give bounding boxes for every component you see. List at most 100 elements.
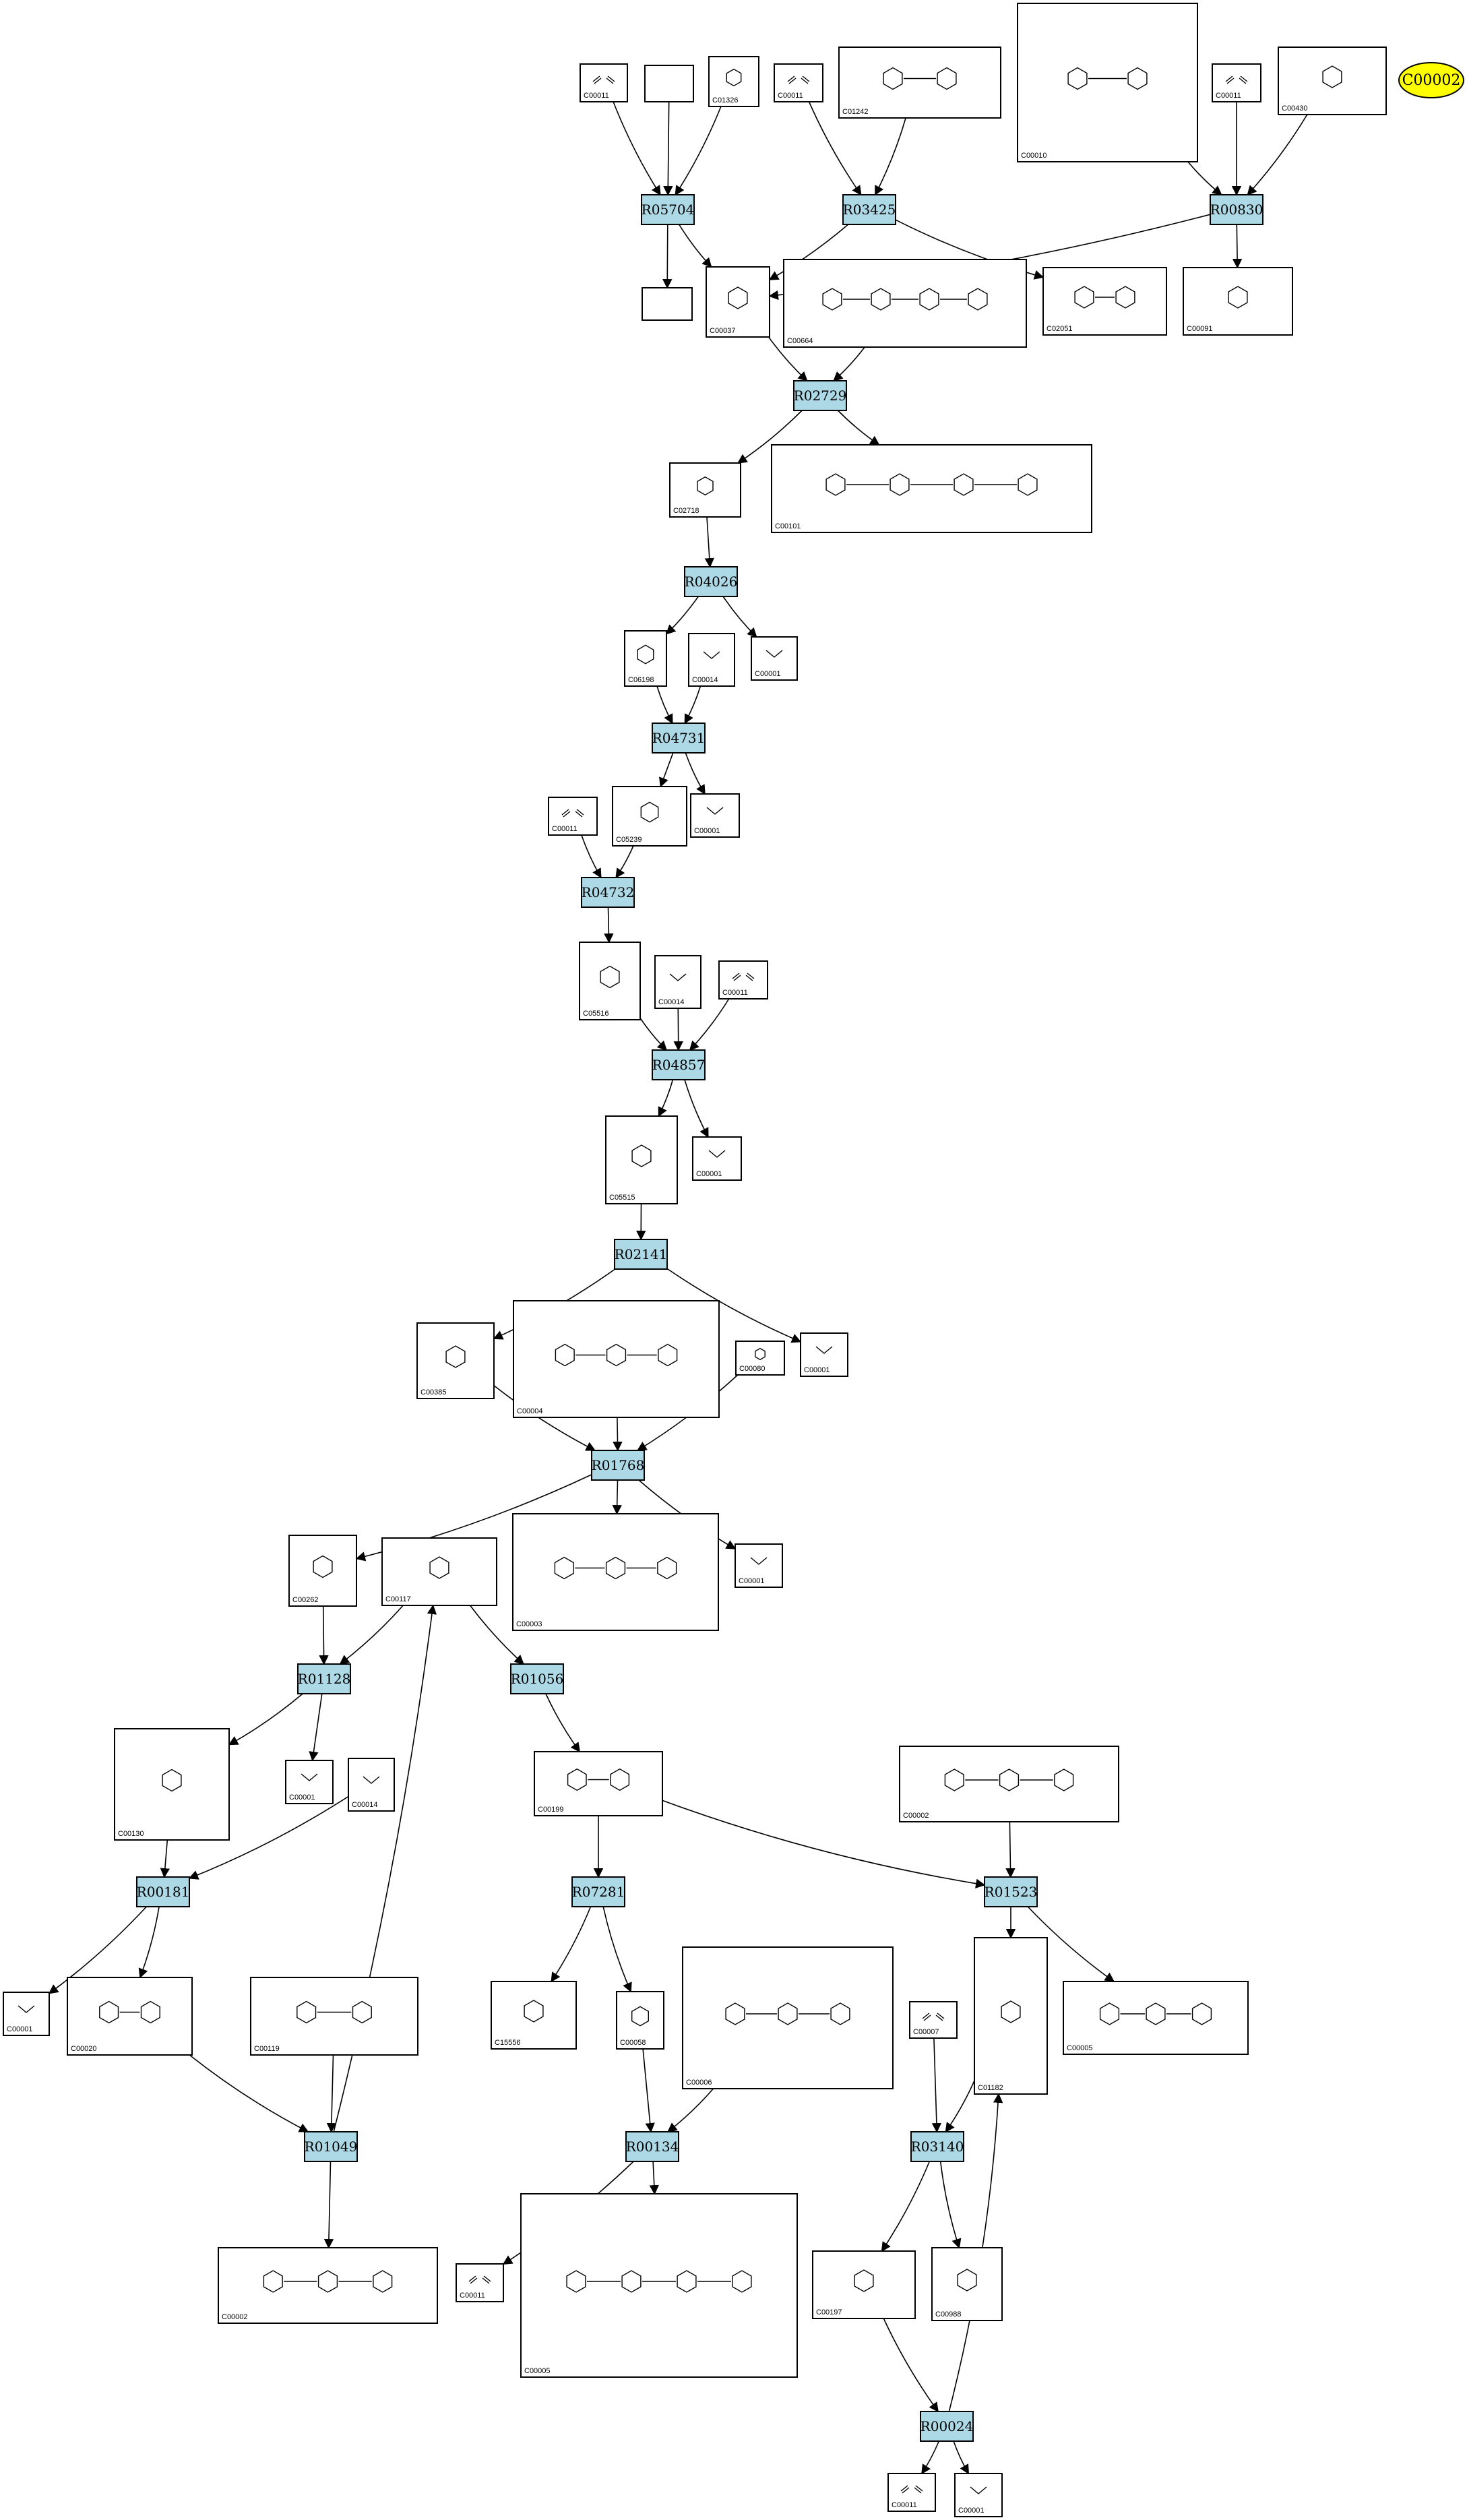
compound-node-c00199[interactable]: C00199 <box>534 1751 663 1816</box>
compound-node-c01326[interactable]: C01326 <box>708 56 759 107</box>
reaction-node-r03140[interactable]: R03140 <box>910 2131 964 2162</box>
compound-node-blank-a[interactable] <box>644 65 694 102</box>
compound-node-c00385[interactable]: C00385 <box>416 1322 495 1399</box>
reaction-node-r00181[interactable]: R00181 <box>136 1876 190 1907</box>
compound-id-label: C00011 <box>892 2501 917 2509</box>
compound-box <box>682 1946 894 2089</box>
structure-sketch <box>658 1343 678 1367</box>
compound-node-c00014-b[interactable]: C00014 <box>654 955 701 1009</box>
compound-node-c01182[interactable]: C01182 <box>974 1937 1048 2095</box>
structure-sketch <box>313 1555 333 1578</box>
compound-node-c00011-a[interactable]: C00011 <box>580 63 628 102</box>
reaction-node-r07281[interactable]: R07281 <box>571 1876 625 1907</box>
reaction-node-r04857[interactable]: R04857 <box>652 1049 706 1080</box>
reaction-node-r01128[interactable]: R01128 <box>297 1663 351 1694</box>
reaction-node-r05704[interactable]: R05704 <box>641 194 695 225</box>
compound-node-c00014-c[interactable]: C00014 <box>348 1758 395 1812</box>
compound-node-c05239[interactable]: C05239 <box>612 786 687 847</box>
compound-node-blank-b[interactable] <box>642 287 693 321</box>
reaction-box <box>297 1663 351 1694</box>
compound-node-c00001-c[interactable]: C00001 <box>692 1136 742 1181</box>
compound-node-c00005-b[interactable]: C00005 <box>520 2193 798 2378</box>
compound-node-c00003[interactable]: C00003 <box>512 1513 719 1631</box>
reaction-node-r04026[interactable]: R04026 <box>684 566 738 597</box>
reaction-node-r01056[interactable]: R01056 <box>510 1663 564 1694</box>
highlight-node-c00002[interactable]: C00002 <box>1398 62 1464 98</box>
compound-box <box>642 287 693 321</box>
compound-node-c00001-f[interactable]: C00001 <box>285 1760 334 1804</box>
compound-node-c00014-a[interactable]: C00014 <box>688 633 735 687</box>
compound-node-c00058[interactable]: C00058 <box>616 1991 664 2050</box>
compound-box <box>605 1115 678 1204</box>
compound-box <box>624 630 667 687</box>
compound-node-c00001-b[interactable]: C00001 <box>690 793 740 838</box>
compound-node-c00005-a[interactable]: C00005 <box>1063 1981 1249 2055</box>
compound-node-c00091[interactable]: C00091 <box>1183 267 1293 336</box>
reaction-id-label: R07281 <box>572 1884 625 1900</box>
reaction-box <box>591 1450 645 1481</box>
compound-node-c00037[interactable]: C00037 <box>706 266 770 338</box>
compound-node-c00011-c[interactable]: C00011 <box>1212 63 1261 102</box>
compound-node-c00101[interactable]: C00101 <box>771 444 1092 533</box>
compound-node-c00010[interactable]: C00010 <box>1017 3 1198 162</box>
reaction-node-r01049[interactable]: R01049 <box>304 2131 358 2162</box>
reaction-node-r01523[interactable]: R01523 <box>984 1876 1038 1907</box>
compound-node-c00011-g[interactable]: C00011 <box>887 2473 936 2512</box>
compound-id-label: C00058 <box>620 2039 646 2047</box>
compound-node-c05515[interactable]: C05515 <box>605 1115 678 1204</box>
structure-sketch <box>524 2000 544 2023</box>
compound-node-c00262[interactable]: C00262 <box>288 1535 357 1607</box>
reaction-node-r04732[interactable]: R04732 <box>581 877 635 908</box>
reaction-node-r04731[interactable]: R04731 <box>652 723 706 754</box>
reaction-node-r02141[interactable]: R02141 <box>614 1239 668 1270</box>
compound-node-c00119[interactable]: C00119 <box>250 1977 418 2056</box>
compound-node-c00011-e[interactable]: C00011 <box>718 960 768 1000</box>
reaction-node-r02729[interactable]: R02729 <box>793 380 847 411</box>
compound-node-c00080[interactable]: C00080 <box>735 1341 785 1376</box>
compound-node-c00011-f[interactable]: C00011 <box>456 2263 504 2302</box>
compound-id-label: C00664 <box>787 337 813 345</box>
reaction-node-r00024[interactable]: R00024 <box>920 2411 974 2442</box>
structure-sketch <box>1099 2002 1120 2025</box>
compound-node-c15556[interactable]: C15556 <box>491 1981 577 2050</box>
reaction-node-r00134[interactable]: R00134 <box>625 2131 679 2162</box>
reaction-box <box>641 194 695 225</box>
compound-node-c00004[interactable]: C00004 <box>513 1300 720 1418</box>
edge-r02729-c-c02718 <box>737 410 803 464</box>
compound-node-c00011-d[interactable]: C00011 <box>548 797 598 836</box>
compound-node-c00988[interactable]: C00988 <box>931 2247 1003 2321</box>
edge-c-c00130-r00181 <box>160 1839 170 1878</box>
structure-sketch <box>621 2270 642 2293</box>
compound-node-c00001-e[interactable]: C00001 <box>735 1543 783 1588</box>
compound-node-c00002-a[interactable]: C00002 <box>899 1746 1119 1822</box>
reaction-node-r01768[interactable]: R01768 <box>591 1450 645 1481</box>
compound-node-c01242[interactable]: C01242 <box>838 47 1001 119</box>
reaction-node-r03425[interactable]: R03425 <box>842 194 896 225</box>
compound-node-c00664[interactable]: C00664 <box>783 259 1027 348</box>
compound-node-c00001-d[interactable]: C00001 <box>800 1332 848 1377</box>
structure-sketch <box>99 2000 119 2024</box>
compound-node-c00002-b[interactable]: C00002 <box>218 2247 438 2324</box>
reaction-id-label: R00024 <box>920 2418 974 2434</box>
compound-node-c00020[interactable]: C00020 <box>67 1977 193 2056</box>
compound-node-c00006[interactable]: C00006 <box>682 1946 894 2089</box>
compound-id-label: C00988 <box>935 2310 962 2318</box>
structure-sketch <box>732 2270 752 2293</box>
compound-node-c00001-a[interactable]: C00001 <box>751 636 798 681</box>
compound-node-c00011-b[interactable]: C00011 <box>774 63 823 102</box>
compound-node-c00130[interactable]: C00130 <box>114 1728 230 1841</box>
highlight-label: C00002 <box>1402 72 1461 89</box>
reaction-box <box>652 723 706 754</box>
compound-node-c02051[interactable]: C02051 <box>1042 267 1167 336</box>
compound-node-c00197[interactable]: C00197 <box>812 2250 916 2319</box>
compound-node-c00007[interactable]: C00007 <box>909 2001 958 2039</box>
compound-node-c00430[interactable]: C00430 <box>1278 47 1387 115</box>
compound-node-c06198[interactable]: C06198 <box>624 630 667 687</box>
compound-node-c02718[interactable]: C02718 <box>669 462 741 518</box>
compound-node-c05516[interactable]: C05516 <box>579 942 641 1020</box>
compound-node-c00001-h[interactable]: C00001 <box>954 2473 1003 2517</box>
compound-id-label: C00005 <box>1067 2044 1093 2052</box>
compound-node-c00117[interactable]: C00117 <box>381 1537 497 1606</box>
reaction-node-r00830[interactable]: R00830 <box>1210 194 1263 225</box>
compound-node-c00001-g[interactable]: C00001 <box>3 1992 50 2036</box>
